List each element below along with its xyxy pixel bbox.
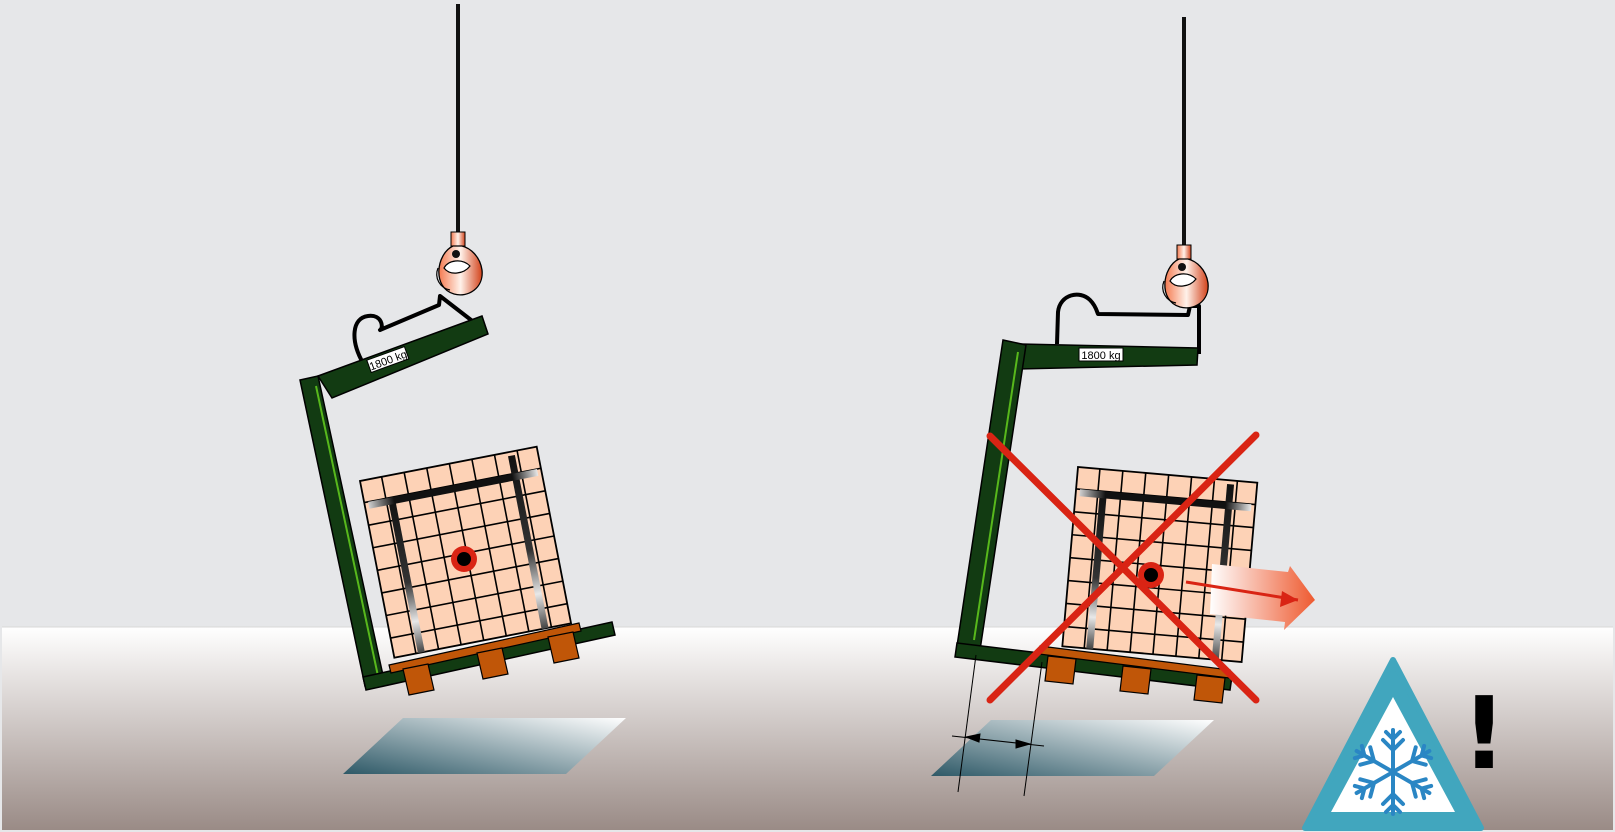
- load-capacity-label: 1800 kg: [1081, 350, 1120, 362]
- crate-load: [1061, 466, 1259, 663]
- not-allowed-cross-icon: [986, 431, 1260, 704]
- crane-hook-icon: [1162, 244, 1209, 309]
- scene-incorrect: 1800 kg: [951, 17, 1315, 797]
- center-of-gravity-icon: [451, 546, 477, 572]
- center-of-gravity-icon: [1138, 562, 1164, 588]
- warning-exclamation-mark: !: [1461, 675, 1507, 792]
- crane-hook-icon: [436, 231, 483, 296]
- ice-patch-left: [343, 718, 626, 774]
- scene-correct: 1800 kg: [299, 4, 616, 696]
- slide-direction-arrow-icon: [1185, 564, 1315, 630]
- snowflake-warning-icon: [1302, 657, 1484, 831]
- ice-patch-right: [931, 720, 1214, 776]
- pallet: [388, 622, 582, 674]
- forks-mast: [956, 339, 1027, 651]
- displacement-dimension: [951, 654, 1045, 797]
